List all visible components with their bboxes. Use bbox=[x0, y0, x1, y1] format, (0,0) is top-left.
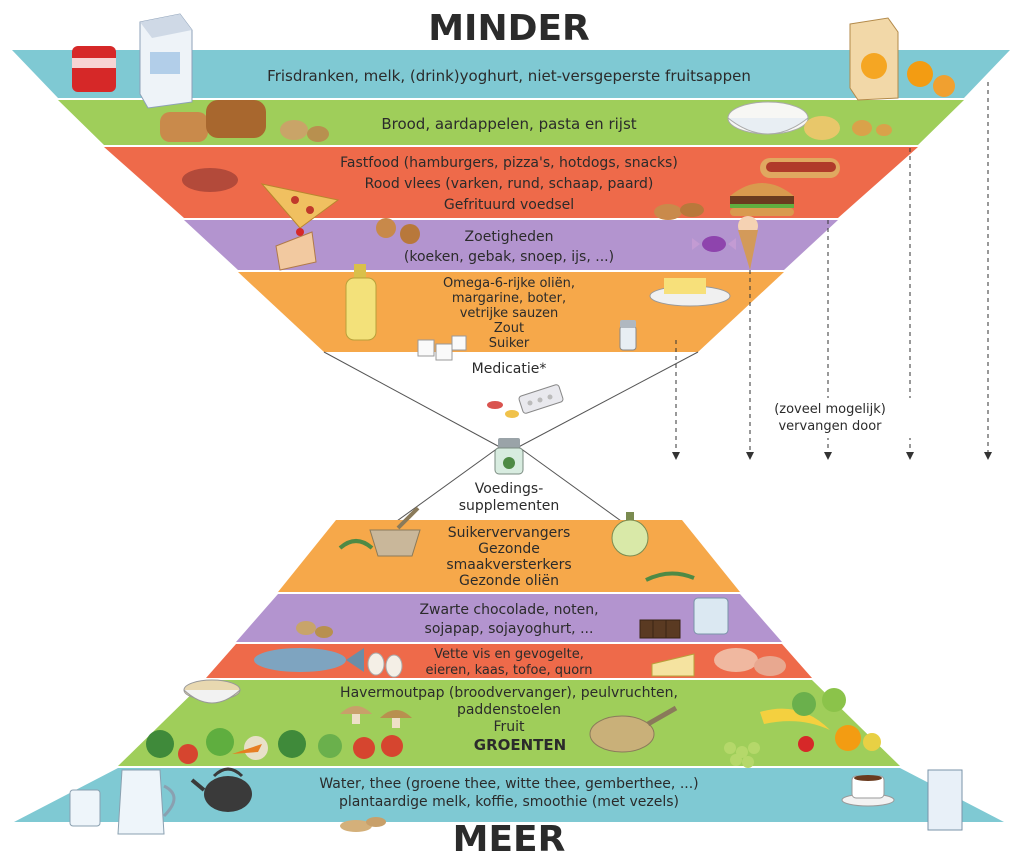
hamburger-icon bbox=[730, 183, 794, 216]
top-band-fastfood-line-1: Fastfood (hamburgers, pizza's, hotdogs, … bbox=[340, 155, 678, 171]
top-band-sweets: Zoetigheden (koeken, gebak, snoep, ijs, … bbox=[184, 220, 838, 270]
bottom-band-vegetables-line-4: GROENTEN bbox=[474, 736, 566, 754]
bottom-band-vegetables-line-1: Havermoutpap (broodvervanger), peulvruch… bbox=[340, 685, 678, 701]
top-band-sweets-line-2: (koeken, gebak, snoep, ijs, ...) bbox=[404, 249, 614, 265]
sugar-cubes-icon bbox=[417, 335, 467, 361]
top-band-fastfood-line-3: Gefrituurd voedsel bbox=[444, 197, 574, 213]
chocolate-icon bbox=[639, 619, 681, 639]
teapot-icon bbox=[190, 767, 252, 812]
chicken-icon bbox=[714, 648, 786, 676]
bottom-band-protein-line-2: eieren, kaas, tofoe, quorn bbox=[425, 663, 592, 678]
top-band-drinks: Frisdranken, melk, (drink)yoghurt, niet-… bbox=[12, 50, 1010, 98]
milk-carton-icon bbox=[139, 13, 193, 109]
plant-milk-carton-icon bbox=[927, 769, 963, 831]
bottom-band-water-line-2: plantaardige melk, koffie, smoothie (met… bbox=[339, 794, 679, 810]
salt-shaker-icon bbox=[619, 320, 637, 351]
bottom-band-sweeteners-line-1: Suikervervangers bbox=[448, 525, 571, 541]
bottom-band-vegetables: Havermoutpap (broodvervanger), peulvruch… bbox=[118, 680, 900, 766]
top-band-fats-line-4: Zout bbox=[494, 321, 524, 336]
bottom-band-sweeteners-line-4: Gezonde oliën bbox=[459, 573, 559, 589]
pills-icon bbox=[487, 384, 564, 418]
oatmeal-bowl-icon bbox=[183, 679, 241, 704]
nuts-icon bbox=[296, 621, 333, 638]
pasta-icon bbox=[804, 116, 892, 140]
bottom-band-water: Water, thee (groene thee, witte thee, ge… bbox=[14, 768, 1004, 822]
medication-label: Medicatie* bbox=[472, 361, 547, 377]
coffee-cup-icon bbox=[841, 775, 895, 807]
legumes-scoop-icon bbox=[589, 705, 678, 753]
bottom-band-chocolate-line-1: Zwarte chocolade, noten, bbox=[419, 602, 598, 618]
bottom-band-sweeteners-line-2: Gezonde bbox=[478, 541, 540, 557]
butter-icon bbox=[649, 278, 731, 307]
bread-icon bbox=[160, 100, 266, 142]
top-band-fats-line-1: Omega-6-rijke oliën, bbox=[443, 276, 575, 291]
vegetables-icon bbox=[146, 728, 403, 764]
top-band-starches-line-1: Brood, aardappelen, pasta en rijst bbox=[381, 115, 636, 133]
soy-yoghurt-icon bbox=[693, 597, 729, 635]
footer-title: MEER bbox=[453, 819, 566, 856]
bottom-band-sweeteners-line-3: smaakversterkers bbox=[446, 557, 571, 573]
pitcher-icon bbox=[117, 769, 176, 835]
replacement-arrowheads bbox=[672, 452, 992, 460]
rice-bowl-icon bbox=[727, 101, 809, 135]
top-band-fastfood-line-2: Rood vlees (varken, rund, schaap, paard) bbox=[365, 176, 654, 192]
supplement-jar-icon bbox=[494, 438, 524, 475]
sausage-icon bbox=[182, 168, 238, 192]
mushroom-icon bbox=[340, 706, 412, 728]
top-band-fats-line-3: vetrijke sauzen bbox=[460, 306, 559, 321]
replace-note-bg bbox=[752, 398, 912, 438]
top-band-drinks-line-1: Frisdranken, melk, (drink)yoghurt, niet-… bbox=[267, 67, 751, 85]
candy-icon bbox=[692, 236, 736, 252]
herbs-icon bbox=[338, 539, 374, 550]
herbs-sprig-icon bbox=[645, 571, 695, 582]
replace-note-line-1: (zoveel mogelijk) bbox=[774, 402, 886, 417]
cookie-icon bbox=[376, 218, 420, 244]
eggs-icon bbox=[367, 652, 403, 678]
oil-bottle-icon bbox=[345, 264, 377, 341]
olive-oil-icon bbox=[611, 512, 649, 557]
top-band-sweets-line-1: Zoetigheden bbox=[465, 229, 554, 245]
supplements-line-1: Voedings- bbox=[475, 481, 544, 497]
bottom-band-protein-line-1: Vette vis en gevogelte, bbox=[434, 647, 584, 662]
pizza-icon bbox=[260, 183, 340, 229]
header-title: MINDER bbox=[428, 8, 590, 49]
cake-icon bbox=[275, 228, 317, 271]
ginger-icon bbox=[340, 817, 386, 832]
ice-cream-icon bbox=[738, 216, 758, 270]
top-band-fats-line-2: margarine, boter, bbox=[452, 291, 566, 306]
fruit-icon bbox=[724, 688, 881, 768]
fish-icon bbox=[254, 648, 364, 672]
bottom-band-vegetables-line-2: paddenstoelen bbox=[457, 702, 561, 718]
bottom-band-vegetables-line-3: Fruit bbox=[493, 719, 525, 735]
hotdog-icon bbox=[760, 158, 840, 178]
bottom-band-water-line-1: Water, thee (groene thee, witte thee, ge… bbox=[319, 776, 698, 792]
supplements-line-2: supplementen bbox=[459, 498, 560, 514]
bottom-band-chocolate-line-2: sojapap, sojayoghurt, ... bbox=[425, 621, 594, 637]
top-band-fats-line-5: Suiker bbox=[489, 336, 530, 351]
bottom-band-sweeteners: Suikervervangers Gezonde smaakversterker… bbox=[278, 520, 740, 592]
legumes-on-fastfood-icon bbox=[654, 203, 704, 220]
potato-icon bbox=[280, 120, 329, 142]
cheese-icon bbox=[651, 653, 695, 677]
cola-can-icon bbox=[72, 46, 116, 92]
juice-carton-icon bbox=[849, 17, 899, 101]
orange-icon bbox=[907, 61, 955, 97]
mortar-icon bbox=[369, 506, 421, 557]
replace-note-line-2: vervangen door bbox=[778, 419, 882, 434]
water-glass-icon bbox=[69, 789, 101, 827]
